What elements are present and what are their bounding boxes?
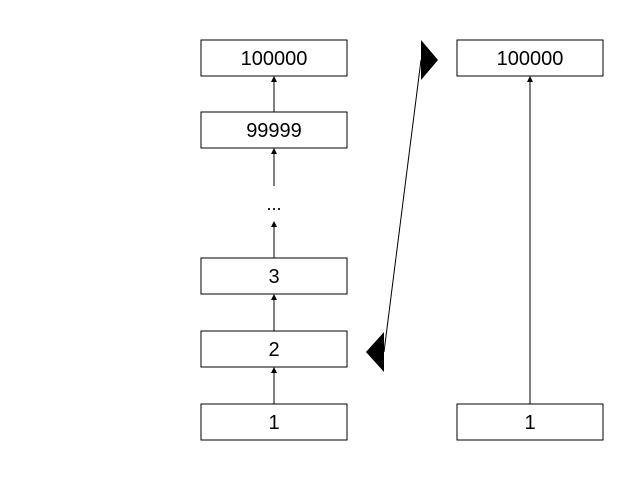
left-node-1: 1 xyxy=(200,403,348,441)
right-node-1-label: 1 xyxy=(524,412,535,434)
transform-arrow-head-top xyxy=(421,40,438,80)
left-node-2: 2 xyxy=(200,330,348,368)
left-node-3-label: 3 xyxy=(268,266,279,288)
right-chain: 100000 1 xyxy=(456,39,604,441)
left-node-2-box xyxy=(200,330,348,368)
right-node-100000-box xyxy=(456,39,604,77)
left-node-1-label: 1 xyxy=(268,412,279,434)
transform-arrow-shaft xyxy=(383,59,422,353)
left-node-2-label: 2 xyxy=(268,339,279,361)
left-node-99999-box xyxy=(200,111,348,149)
right-node-100000-label: 100000 xyxy=(497,48,564,70)
left-node-100000: 100000 xyxy=(200,39,348,77)
right-node-100000: 100000 xyxy=(456,39,604,77)
left-chain: 100000 99999 ... 3 2 1 xyxy=(200,39,348,441)
right-node-1-box xyxy=(456,403,604,441)
left-chain-ellipsis: ... xyxy=(266,194,281,214)
transform-arrow xyxy=(366,40,438,372)
transform-arrow-head-bottom xyxy=(366,332,384,372)
left-node-100000-label: 100000 xyxy=(241,48,308,70)
left-node-100000-box xyxy=(200,39,348,77)
left-node-99999-label: 99999 xyxy=(246,120,302,142)
left-node-1-box xyxy=(200,403,348,441)
right-node-1: 1 xyxy=(456,403,604,441)
left-node-99999: 99999 xyxy=(200,111,348,149)
left-node-3: 3 xyxy=(200,257,348,295)
